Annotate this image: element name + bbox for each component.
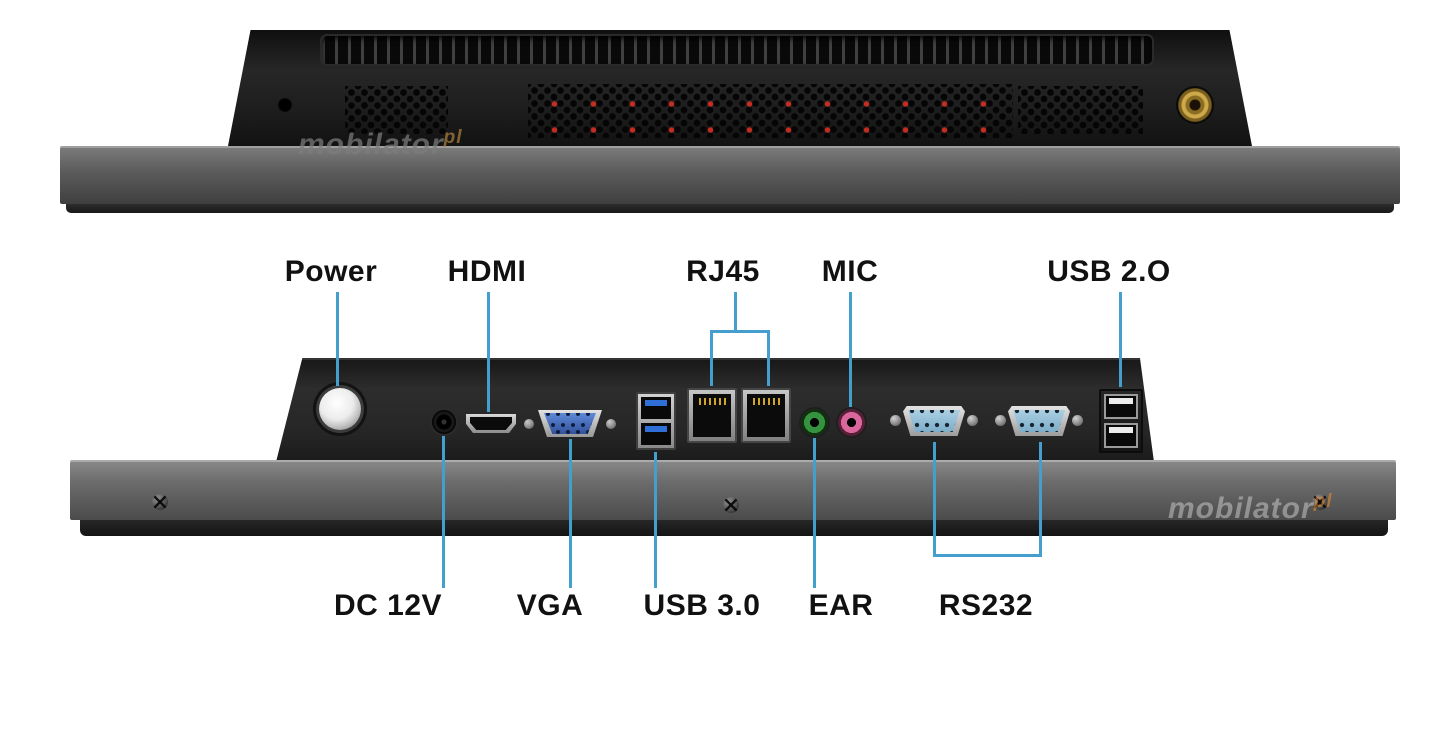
microphone-jack	[838, 409, 865, 436]
antenna-connector	[1178, 88, 1212, 122]
leader-line-rj45-bracket	[710, 330, 770, 333]
device-top-rear-body	[228, 30, 1252, 146]
usb3-port-stack	[636, 392, 676, 450]
label-rs232: RS232	[938, 589, 1034, 622]
rj45-port-left	[687, 388, 737, 443]
hdmi-port	[466, 414, 516, 433]
vent-hole-grid-center	[528, 84, 1013, 138]
chassis-screw-right	[1312, 494, 1328, 510]
rs232-pins	[908, 410, 960, 432]
leader-line-dc12v	[442, 436, 445, 588]
dc-12v-jack	[432, 410, 456, 434]
label-ear: EAR	[808, 589, 874, 622]
label-rj45: RJ45	[686, 255, 760, 288]
watermark-top: mobilatorpl	[298, 127, 463, 162]
earphone-jack	[801, 409, 828, 436]
vga-screw-left	[524, 419, 534, 429]
leader-line-rs232-right	[1039, 442, 1042, 556]
watermark-bottom: mobilatorpl	[1168, 491, 1333, 526]
leader-line-hdmi	[487, 292, 490, 412]
watermark-top-text: mobilator	[298, 128, 444, 161]
usb3-port-top	[641, 397, 671, 419]
usb2-port-top	[1104, 394, 1138, 419]
label-usb2: USB 2.O	[1047, 255, 1171, 288]
device-top-slab	[60, 146, 1400, 204]
rs232-port-right	[995, 402, 1083, 440]
rs232-port-left	[890, 402, 978, 440]
leader-line-rs232-bracket	[933, 554, 1042, 557]
leader-line-ear	[813, 438, 816, 588]
leader-line-rj45-right	[767, 330, 770, 386]
chassis-screw-left	[152, 494, 168, 510]
watermark-bottom-text: mobilator	[1168, 492, 1314, 525]
vent-hole-grid-left	[345, 86, 448, 134]
small-hole	[278, 98, 292, 112]
rs232-shell	[1008, 406, 1070, 436]
usb2-port-bottom	[1104, 423, 1138, 448]
device-bottom-slab-edge	[80, 520, 1388, 536]
vent-hole-grid-right	[1018, 86, 1143, 134]
leader-line-rj45-stub	[734, 292, 737, 332]
label-vga: VGA	[516, 589, 584, 622]
usb2-port-stack	[1099, 389, 1143, 453]
leader-line-usb2	[1119, 292, 1122, 387]
leader-line-rj45-left	[710, 330, 713, 386]
label-hdmi: HDMI	[447, 255, 527, 288]
rj45-port-right	[741, 388, 791, 443]
leader-line-vga	[569, 439, 572, 588]
top-vent-slots	[320, 34, 1154, 66]
rs232-pins	[1013, 410, 1065, 432]
vga-screw-right	[606, 419, 616, 429]
vga-port	[538, 410, 602, 437]
rs232-shell	[903, 406, 965, 436]
chassis-screw-center	[723, 497, 739, 513]
leader-line-mic	[849, 292, 852, 407]
label-mic: MIC	[821, 255, 879, 288]
device-top-slab-edge	[66, 204, 1394, 213]
watermark-bottom-suffix: pl	[1313, 491, 1333, 512]
usb3-port-bottom	[641, 423, 671, 445]
label-power: Power	[284, 255, 378, 288]
label-dc12v: DC 12V	[333, 589, 443, 622]
label-usb3: USB 3.0	[643, 589, 761, 622]
leader-line-power	[336, 292, 339, 386]
watermark-top-suffix: pl	[443, 127, 463, 148]
leader-line-usb3	[654, 452, 657, 588]
power-button	[319, 388, 361, 430]
leader-line-rs232-left	[933, 442, 936, 556]
